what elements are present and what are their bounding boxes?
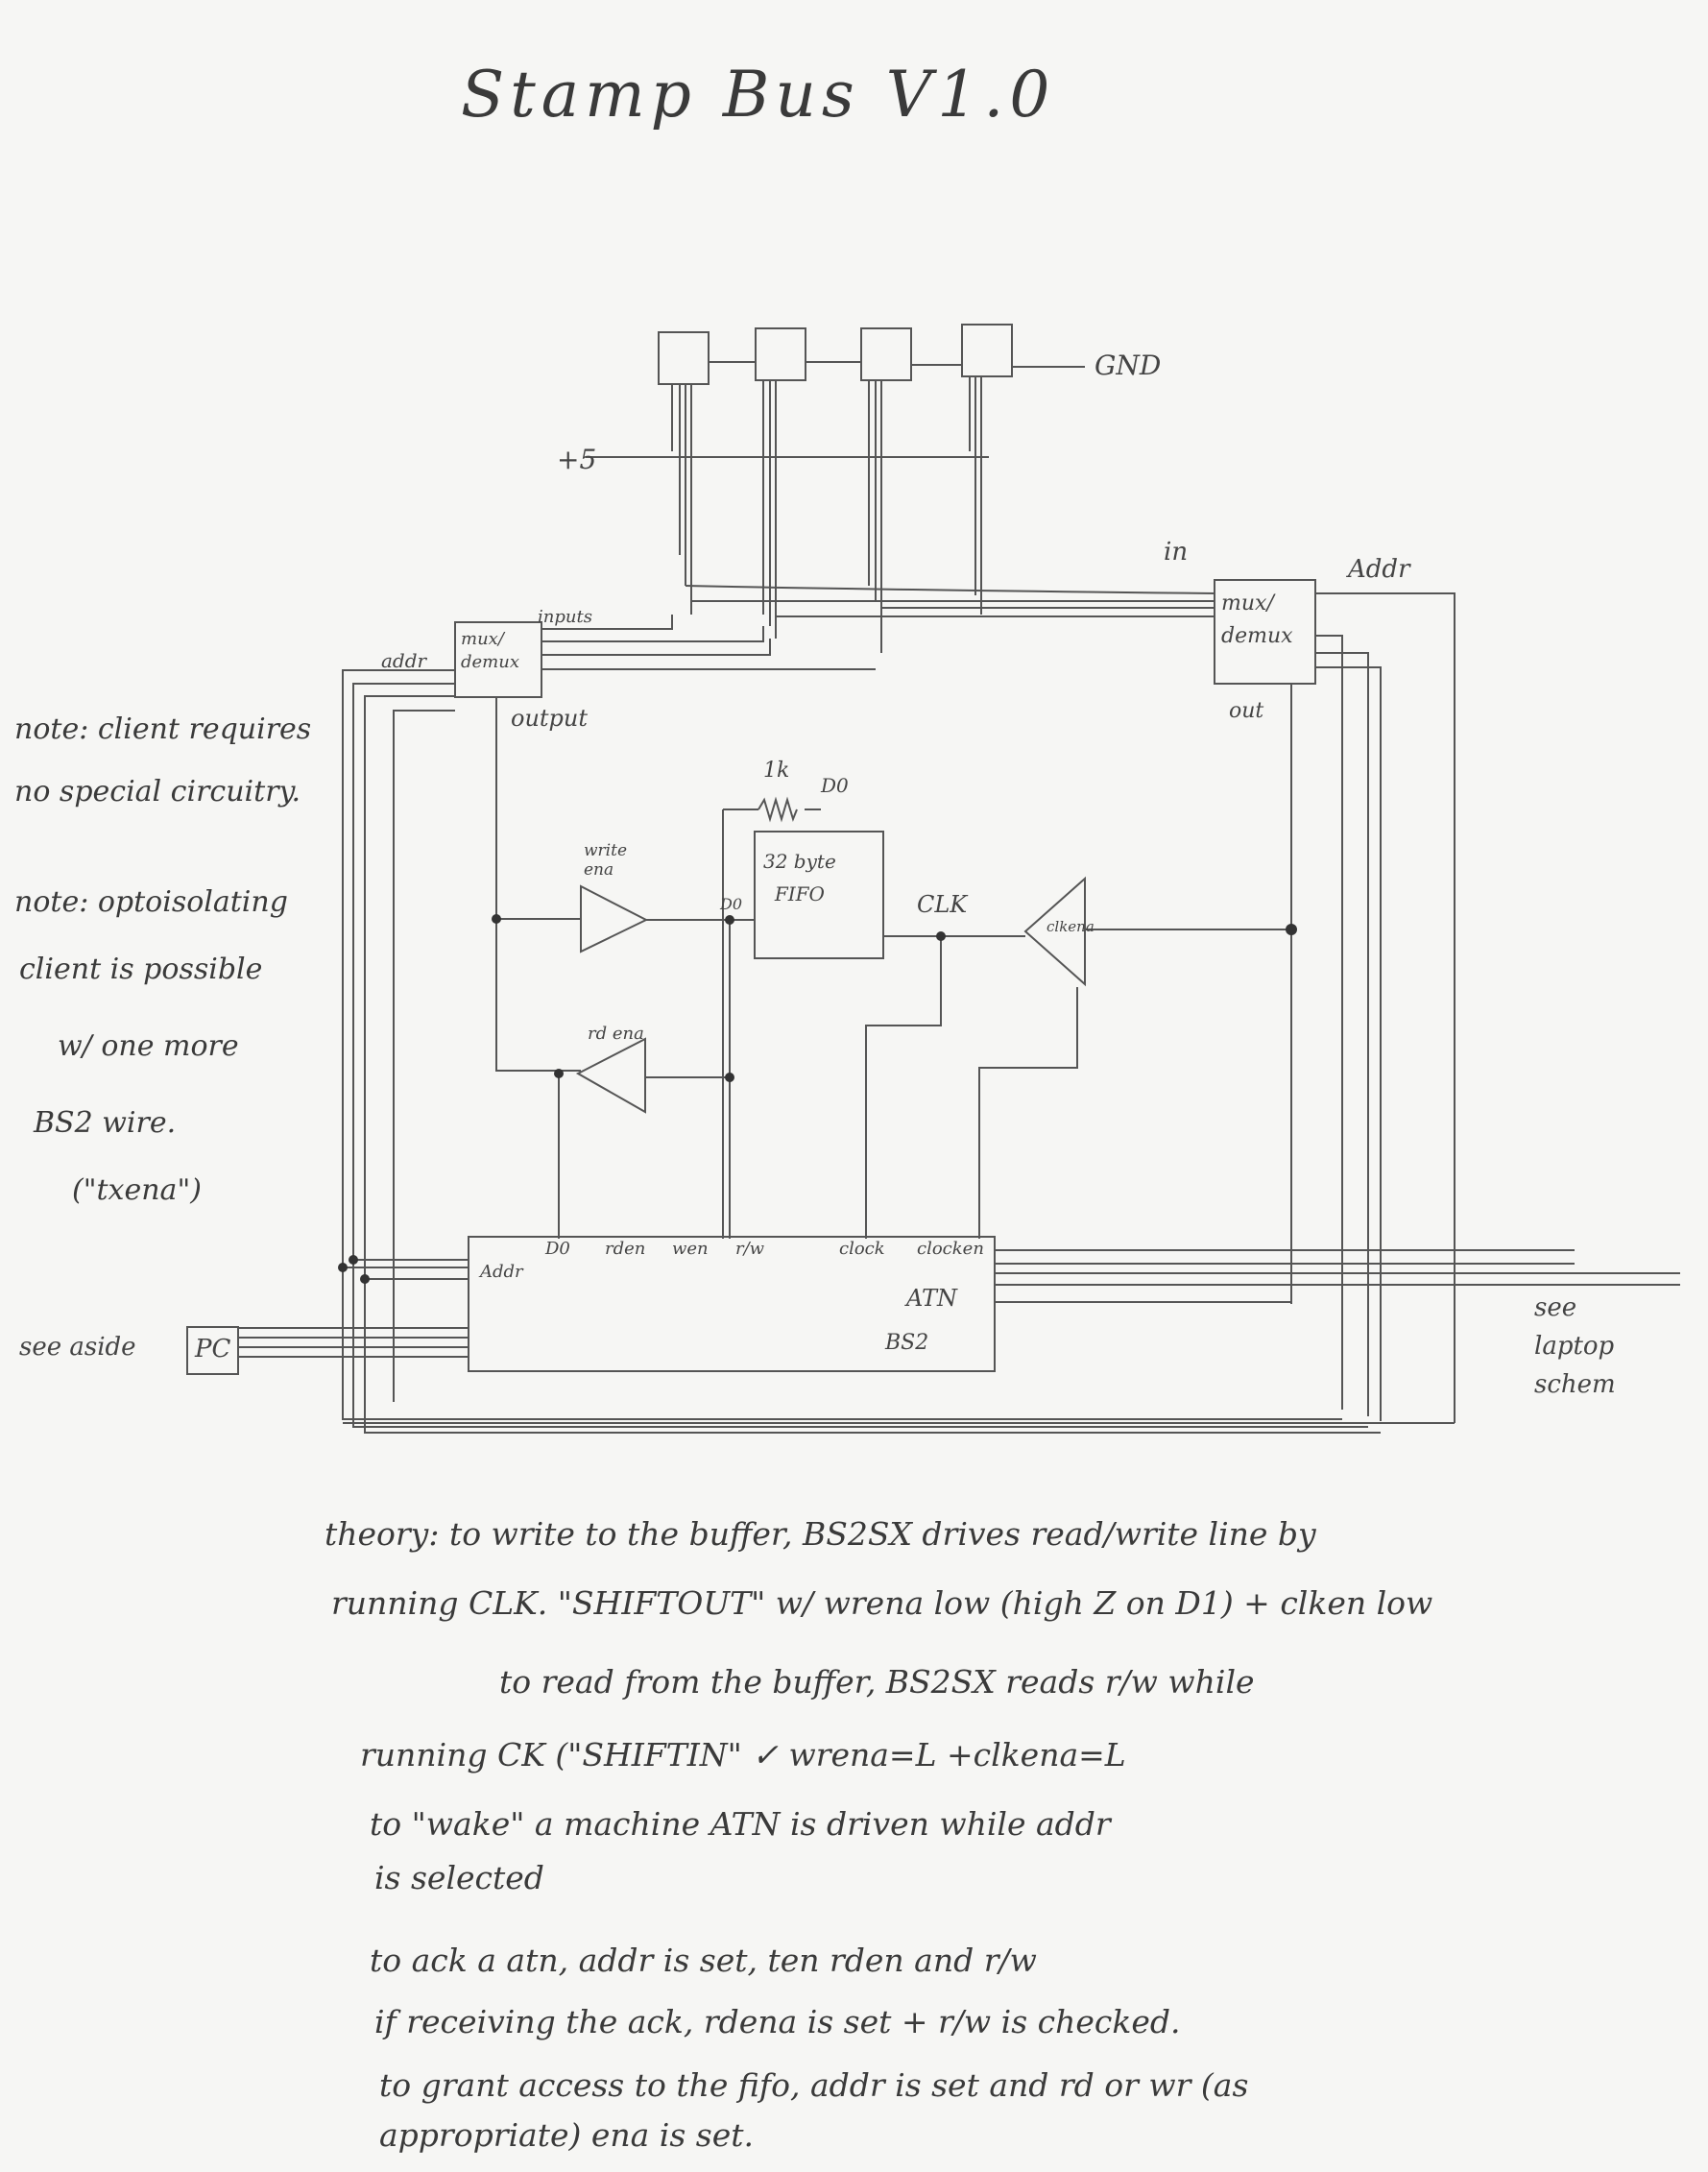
theory-line-8: if receiving the ack, rdena is set + r/w… [374, 2003, 1181, 2040]
bs2-box [468, 1236, 996, 1372]
see-aside-label: see aside [19, 1333, 136, 1362]
atn-label: ATN [906, 1285, 958, 1312]
pc-box [186, 1326, 239, 1375]
rd-ena-label: rd ena [588, 1024, 644, 1044]
pin-d0: D0 [545, 1239, 570, 1259]
page-title: Stamp Bus V1.0 [461, 58, 1056, 132]
theory-line-9: to grant access to the fifo, addr is set… [379, 2066, 1249, 2104]
out-label: out [1229, 699, 1264, 723]
note-line-2: no special circuitry. [14, 775, 301, 808]
theory-line-1: theory: to write to the buffer, BS2SX dr… [325, 1515, 1316, 1553]
see-laptop-label: see laptop schem [1534, 1293, 1616, 1399]
pc-label: PC [195, 1335, 231, 1364]
theory-line-4: running CK ("SHIFTIN" ✓ wrena=L +clkena=… [360, 1736, 1126, 1774]
d0-pin-label: D0 [720, 895, 743, 913]
gnd-label: GND [1095, 350, 1162, 381]
note-line-5: w/ one more [58, 1029, 239, 1063]
top-box-1 [658, 331, 710, 385]
write-ena-label: write ena [584, 841, 628, 880]
bs2-label: BS2 [885, 1331, 929, 1355]
plus5-label: +5 [557, 444, 597, 475]
d0-resistor-label: D0 [821, 774, 849, 797]
write-ena-buffer [580, 884, 649, 953]
fifo-label: 32 byte FIFO [763, 850, 836, 905]
clkena-label: clkena [1046, 918, 1095, 935]
output-label: output [511, 705, 589, 732]
mux-right-label: mux/ demux [1221, 591, 1293, 648]
fifo-box [754, 831, 884, 959]
theory-line-7: to ack a atn, addr is set, ten rden and … [370, 1942, 1037, 1979]
top-box-2 [755, 327, 806, 381]
pin-clock: clock [839, 1239, 885, 1259]
note-line-3: note: optoisolating [14, 885, 288, 919]
theory-line-3: to read from the buffer, BS2SX reads r/w… [499, 1663, 1255, 1701]
addr-right-label: Addr [1348, 555, 1410, 584]
pin-wen: wen [672, 1239, 709, 1259]
mux-left-label: mux/ demux [461, 629, 519, 672]
inputs-label: inputs [538, 607, 592, 627]
bs2-addr-label: Addr [480, 1262, 523, 1282]
top-box-4 [961, 324, 1013, 377]
addr-left-label: addr [381, 649, 427, 672]
rd-ena-buffer [575, 1037, 646, 1114]
note-line-7: ("txena") [72, 1173, 202, 1207]
top-box-3 [860, 327, 912, 381]
clk-label: CLK [917, 891, 968, 918]
theory-line-6: is selected [374, 1859, 544, 1896]
theory-line-2: running CLK. "SHIFTOUT" w/ wrena low (hi… [331, 1584, 1433, 1622]
theory-line-5: to "wake" a machine ATN is driven while … [370, 1805, 1111, 1843]
in-label: in [1164, 538, 1189, 567]
mux-right-box [1214, 579, 1316, 685]
mux-left-box [454, 621, 542, 698]
note-line-6: BS2 wire. [34, 1106, 177, 1140]
note-line-1: note: client requires [14, 712, 312, 746]
pin-rw: r/w [735, 1239, 765, 1259]
theory-line-10: appropriate) ena is set. [379, 2116, 754, 2154]
resistor-label: 1k [763, 759, 790, 783]
pin-rden: rden [605, 1239, 646, 1259]
note-line-4: client is possible [19, 953, 263, 986]
clkena-buffer [1023, 876, 1086, 987]
pin-clocken: clocken [917, 1239, 984, 1259]
